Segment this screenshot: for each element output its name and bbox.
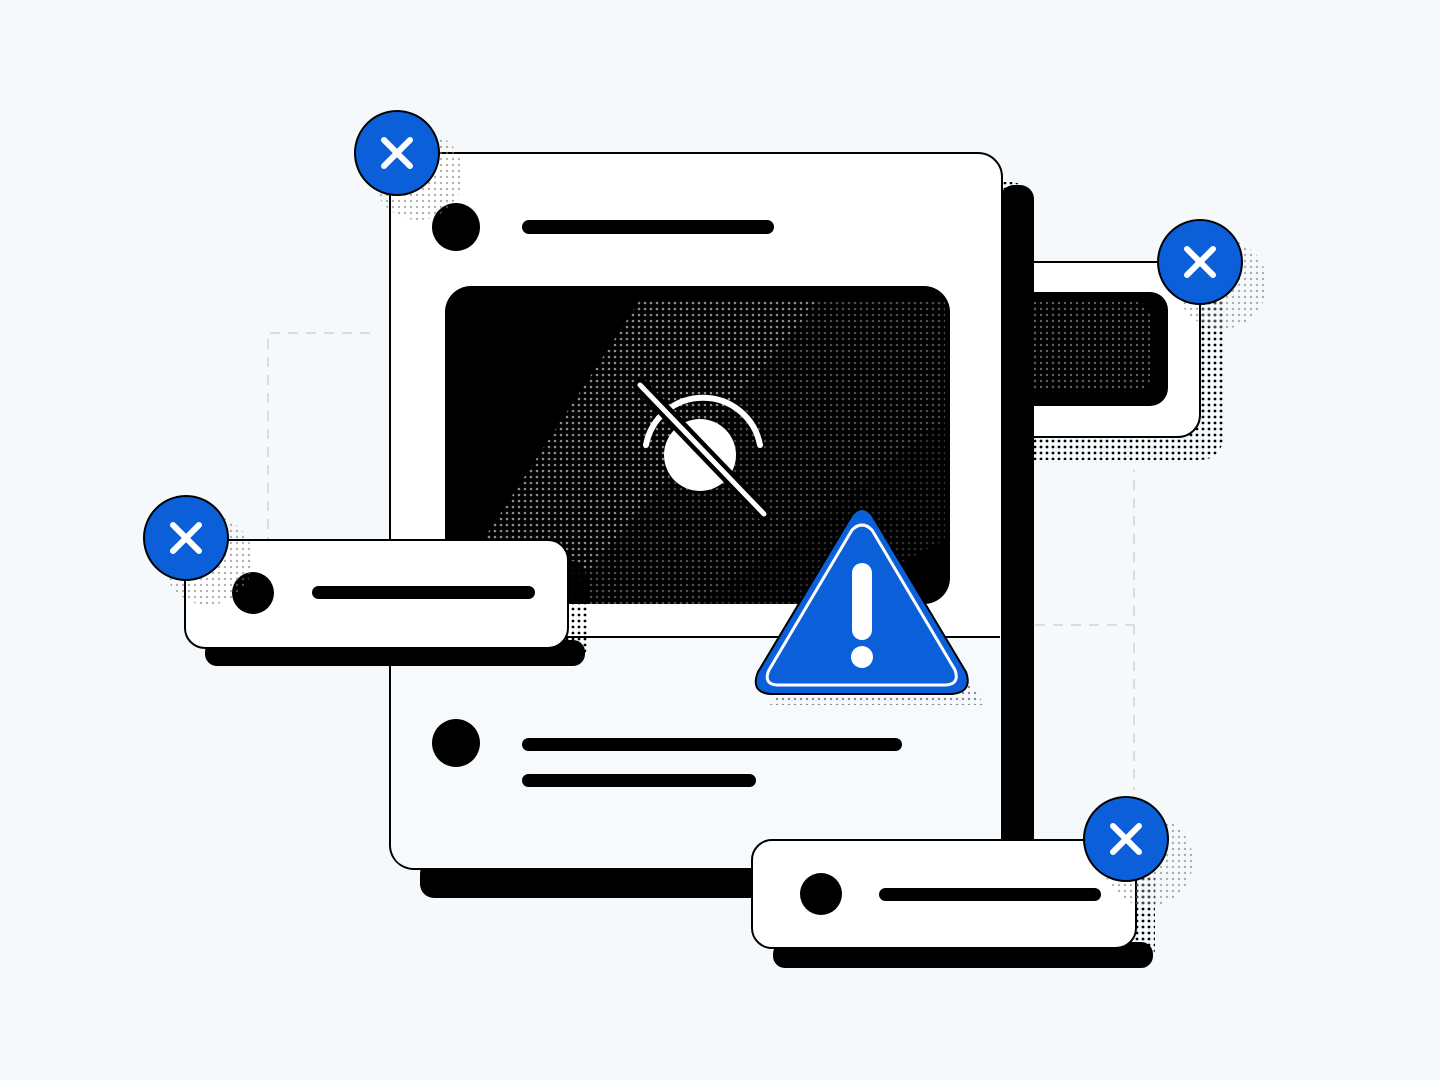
close-icon[interactable] (1083, 796, 1193, 906)
notification-avatar (800, 873, 842, 915)
comment-line-1 (522, 738, 902, 751)
close-icon[interactable] (1157, 219, 1267, 329)
notification-bottom-right[interactable] (751, 839, 1155, 968)
main-post-card[interactable] (389, 152, 1034, 898)
title-placeholder-line (522, 220, 774, 234)
notification-text-line (879, 888, 1101, 901)
guide-lines (267, 332, 1135, 790)
close-icon[interactable] (354, 110, 463, 220)
avatar (432, 203, 480, 251)
close-icon[interactable] (143, 495, 253, 605)
comment-line-2 (522, 774, 756, 787)
warning-triangle-icon (754, 508, 985, 705)
notification-text-line (312, 586, 535, 599)
eye-slash-icon (633, 378, 771, 521)
commenter-avatar (432, 719, 480, 767)
